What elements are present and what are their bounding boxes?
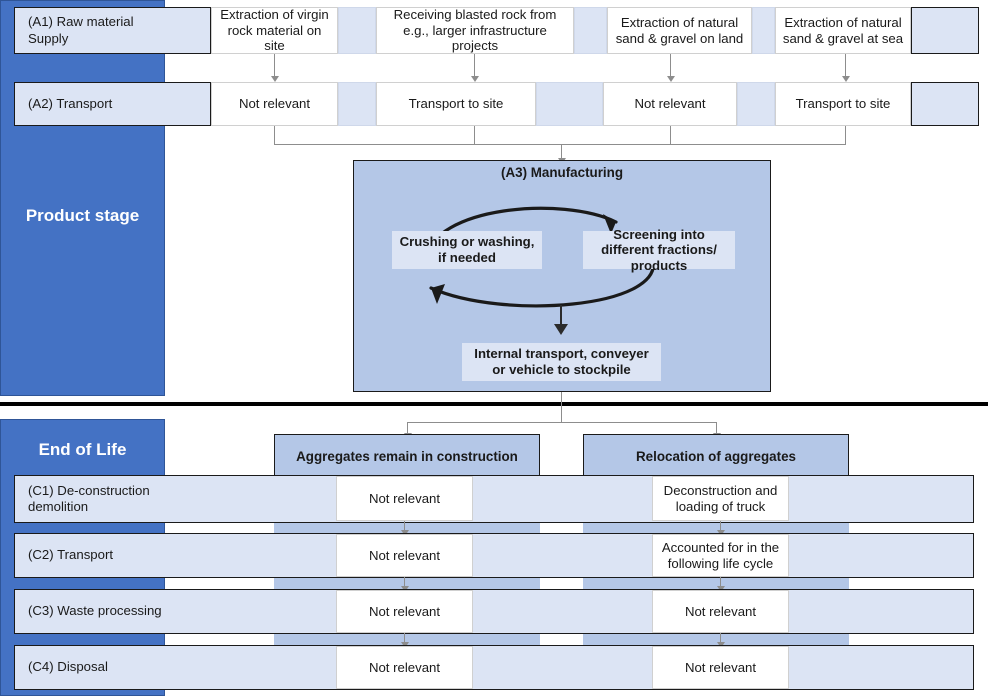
arrowhead-a1-a2-2 bbox=[470, 76, 479, 82]
connector-c1-c2-a bbox=[404, 521, 406, 532]
row-label-a1-line1: (A1) Raw material bbox=[28, 14, 134, 30]
connector-a2-down-1 bbox=[274, 126, 276, 145]
a2-cell-4[interactable]: Transport to site bbox=[775, 82, 911, 126]
connector-a2-down-4 bbox=[845, 126, 847, 145]
connector-a2-down-2 bbox=[474, 126, 476, 145]
manufacturing-title: (A3) Manufacturing bbox=[501, 165, 623, 181]
a2-spacer-4 bbox=[911, 82, 979, 126]
row-label-a1-line2: Supply bbox=[28, 30, 69, 46]
row-label-a2: (A2) Transport bbox=[14, 82, 211, 126]
a1-cell-2[interactable]: Receiving blasted rock from e.g., larger… bbox=[376, 7, 574, 54]
eol-c3-scenario-a[interactable]: Not relevant bbox=[336, 590, 473, 633]
a1-cell-4[interactable]: Extraction of natural sand & gravel at s… bbox=[775, 7, 911, 54]
connector-a2-merge-rail bbox=[274, 144, 846, 146]
connector-a1-a2-3 bbox=[670, 54, 672, 78]
a1-spacer-3 bbox=[752, 7, 775, 54]
a1-spacer-4 bbox=[911, 7, 979, 54]
eol-row-c1: (C1) De-construction demolition bbox=[14, 475, 974, 523]
a2-cell-1[interactable]: Not relevant bbox=[211, 82, 338, 126]
eol-c2-scenario-b[interactable]: Accounted for in the following life cycl… bbox=[652, 534, 789, 577]
connector-a1-a2-1 bbox=[274, 54, 276, 78]
stage-divider bbox=[0, 402, 988, 406]
product-stage-label: Product stage bbox=[25, 206, 140, 225]
manufacturing-output-process[interactable]: Internal transport, conveyer or vehicle … bbox=[462, 343, 661, 381]
eol-c4-scenario-a[interactable]: Not relevant bbox=[336, 646, 473, 689]
eol-scenario-header-a: Aggregates remain in construction bbox=[274, 434, 540, 480]
connector-eol-branch-right bbox=[716, 422, 718, 435]
a1-cell-3[interactable]: Extraction of natural sand & gravel on l… bbox=[607, 7, 752, 54]
connector-loop-to-output bbox=[559, 305, 563, 327]
eol-band-c3-c4-a bbox=[274, 634, 540, 647]
product-stage-band bbox=[0, 0, 165, 396]
connector-c2-c3-a bbox=[404, 577, 406, 588]
a2-spacer-2 bbox=[536, 82, 603, 126]
a2-spacer-1 bbox=[338, 82, 376, 126]
connector-eol-branch-left bbox=[407, 422, 409, 435]
eol-band-c3-c4-b bbox=[583, 634, 849, 647]
a2-cell-2[interactable]: Transport to site bbox=[376, 82, 536, 126]
a1-spacer-2 bbox=[574, 7, 607, 54]
connector-a1-a2-2 bbox=[474, 54, 476, 78]
connector-a3-out-over-divider bbox=[561, 402, 563, 423]
eol-scenario-header-b: Relocation of aggregates bbox=[583, 434, 849, 480]
eol-row-c2: (C2) Transport bbox=[14, 533, 974, 578]
eol-c2-scenario-a[interactable]: Not relevant bbox=[336, 534, 473, 577]
a2-spacer-3 bbox=[737, 82, 775, 126]
arrowhead-a1-a2-1 bbox=[270, 76, 279, 82]
connector-c1-c2-b bbox=[720, 521, 722, 532]
connector-merge-to-a3 bbox=[561, 144, 563, 160]
connector-a2-down-3 bbox=[670, 126, 672, 145]
eol-band-c2-c3-b bbox=[583, 578, 849, 591]
eol-band-c1-c2-a bbox=[274, 523, 540, 536]
connector-c3-c4-a bbox=[404, 633, 406, 644]
manufacturing-right-process[interactable]: Screening into different fractions/ prod… bbox=[583, 227, 735, 273]
arrowhead-loop-to-output bbox=[554, 324, 568, 335]
eol-c3-scenario-b[interactable]: Not relevant bbox=[652, 590, 789, 633]
manufacturing-left-process[interactable]: Crushing or washing, if needed bbox=[392, 231, 542, 269]
a1-spacer-1 bbox=[338, 7, 376, 54]
row-label-a1: (A1) Raw material Supply bbox=[14, 7, 211, 54]
connector-eol-branch-rail bbox=[407, 422, 716, 424]
a1-cell-1[interactable]: Extraction of virgin rock material on si… bbox=[211, 7, 338, 54]
a2-cell-3[interactable]: Not relevant bbox=[603, 82, 737, 126]
eol-c1-scenario-a[interactable]: Not relevant bbox=[336, 476, 473, 521]
eol-c4-scenario-b[interactable]: Not relevant bbox=[652, 646, 789, 689]
arrowhead-a1-a2-4 bbox=[841, 76, 850, 82]
end-of-life-label: End of Life bbox=[38, 439, 127, 459]
eol-row-c4: (C4) Disposal bbox=[14, 645, 974, 690]
eol-c1-scenario-b[interactable]: Deconstruction and loading of truck bbox=[652, 476, 789, 521]
eol-band-c1-c2-b bbox=[583, 523, 849, 536]
connector-c2-c3-b bbox=[720, 577, 722, 588]
connector-c3-c4-b bbox=[720, 633, 722, 644]
eol-row-c3: (C3) Waste processing bbox=[14, 589, 974, 634]
eol-row-c1-label-line2: demolition bbox=[28, 499, 89, 514]
connector-a1-a2-4 bbox=[845, 54, 847, 78]
eol-band-c2-c3-a bbox=[274, 578, 540, 591]
arrowhead-a1-a2-3 bbox=[666, 76, 675, 82]
eol-row-c1-label-line1: (C1) De-construction bbox=[28, 482, 150, 498]
